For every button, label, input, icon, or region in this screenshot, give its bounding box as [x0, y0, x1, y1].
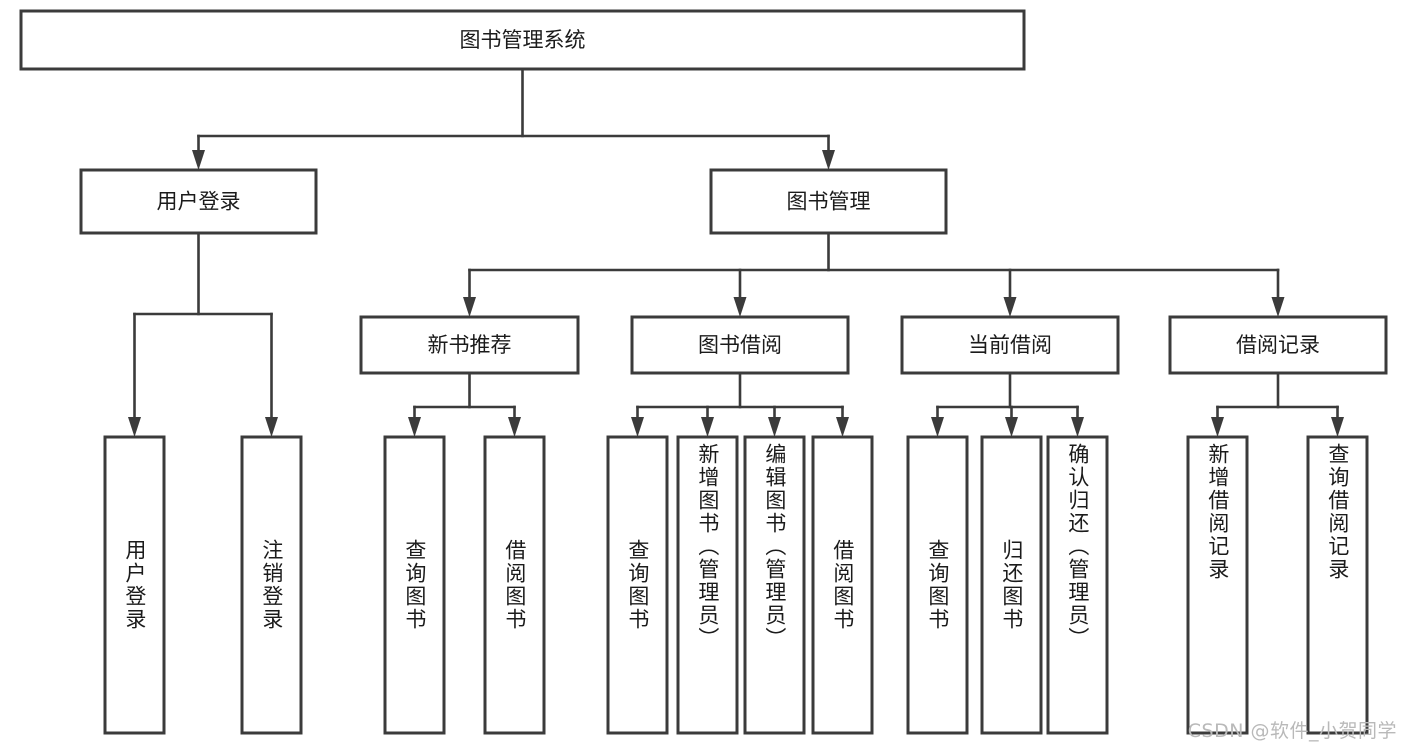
connector-book-manage-arrow-3	[1271, 297, 1285, 317]
connector-user-login-arrow-0	[128, 417, 141, 437]
node-box-leaf-borrow-book-2[interactable]	[811, 435, 874, 735]
node-box-leaf-user-login[interactable]	[103, 435, 166, 735]
node-box-leaf-edit-book[interactable]	[743, 435, 806, 735]
node-box-book-manage[interactable]	[709, 168, 948, 235]
connector-book-borrow-arrow-3	[836, 417, 849, 437]
csdn-watermark: CSDN @软件_小贺同学	[1187, 720, 1397, 742]
node-box-leaf-query-book-3[interactable]	[906, 435, 969, 735]
node-box-leaf-confirm-return[interactable]	[1046, 435, 1109, 735]
connector-borrow-record-arrow-1	[1331, 417, 1344, 437]
node-box-leaf-add-record[interactable]	[1186, 435, 1249, 735]
connector-new-book-recommend-arrow-0	[408, 417, 421, 437]
node-box-current-borrow[interactable]	[900, 315, 1120, 375]
connector-book-manage-arrow-1	[733, 297, 747, 317]
connector-user-login-arrow-1	[265, 417, 278, 437]
node-label-book-borrow: 图书借阅	[698, 333, 782, 357]
node-box-book-borrow[interactable]	[630, 315, 850, 375]
connector-current-borrow-arrow-2	[1071, 417, 1084, 437]
node-label-new-book-recommend: 新书推荐	[428, 333, 512, 357]
node-label-root: 图书管理系统	[460, 28, 586, 52]
connector-book-borrow-arrow-2	[768, 417, 781, 437]
connector-current-borrow-arrow-1	[1005, 417, 1018, 437]
node-box-leaf-query-book-2[interactable]	[606, 435, 669, 735]
node-label-user-login: 用户登录	[157, 190, 241, 214]
connector-root-arrow-0	[192, 150, 205, 170]
connector-book-borrow-arrow-0	[631, 417, 644, 437]
node-box-root[interactable]	[19, 9, 1026, 71]
node-label-book-manage: 图书管理	[787, 190, 871, 214]
node-box-leaf-add-book[interactable]	[676, 435, 739, 735]
node-box-leaf-query-record[interactable]	[1306, 435, 1369, 735]
node-label-borrow-record: 借阅记录	[1236, 333, 1320, 357]
connector-book-borrow-arrow-1	[701, 417, 714, 437]
node-box-leaf-return-book[interactable]	[980, 435, 1043, 735]
node-box-leaf-borrow-book-1[interactable]	[483, 435, 546, 735]
node-box-user-login[interactable]	[79, 168, 318, 235]
node-box-borrow-record[interactable]	[1168, 315, 1388, 375]
node-box-leaf-logout[interactable]	[240, 435, 303, 735]
node-box-leaf-query-book-1[interactable]	[383, 435, 446, 735]
connector-book-manage-arrow-2	[1003, 297, 1017, 317]
connector-layer	[128, 67, 1344, 437]
node-box-layer	[19, 9, 1388, 735]
node-label-current-borrow: 当前借阅	[968, 333, 1052, 357]
connector-new-book-recommend-arrow-1	[508, 417, 521, 437]
connector-current-borrow-arrow-0	[931, 417, 944, 437]
connector-borrow-record-arrow-0	[1211, 417, 1224, 437]
connector-root-arrow-1	[822, 150, 835, 170]
connector-book-manage-arrow-0	[463, 297, 476, 317]
node-box-new-book-recommend[interactable]	[359, 315, 580, 375]
